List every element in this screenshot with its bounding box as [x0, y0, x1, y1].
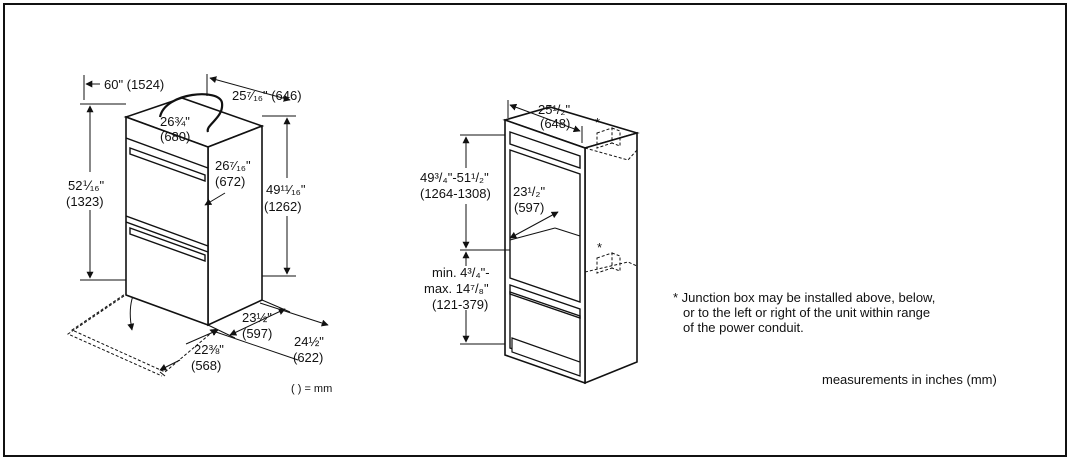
- side-depth-in-label: 23½": [242, 310, 272, 325]
- lower-door-handle: [129, 227, 206, 262]
- side-depth-mm-label: (597): [242, 326, 272, 341]
- cabinet-side-face: [584, 131, 638, 385]
- unit-note: ( ) = mm: [291, 383, 332, 395]
- cord-length-label: 60" (1524): [104, 77, 164, 92]
- overall-height-in-label: 52⅟₁₆": [68, 178, 104, 193]
- upper-door-handle: [129, 147, 206, 182]
- depth-overall-label: 25⁷⁄₁₆" (646): [232, 88, 302, 103]
- cutout-height-in-label: 49³/₄"-51¹/₂": [420, 170, 489, 185]
- cabinet-width-in-label: 25¹/₂": [538, 102, 570, 117]
- junction-asterisk-top: *: [595, 115, 600, 130]
- top-width-mm-label: (680): [160, 129, 190, 144]
- junction-note-line1: * Junction box may be installed above, b…: [673, 290, 935, 305]
- face-width-in-label: 26⁷⁄₁₆": [215, 158, 251, 173]
- door-swing-mm-label: (568): [191, 358, 221, 373]
- junction-asterisk-bottom: *: [597, 240, 602, 255]
- total-depth-mm-label: (622): [293, 350, 323, 365]
- top-width-in-label: 26¾": [160, 114, 190, 129]
- cabinet-front-face: [504, 118, 586, 385]
- junction-note-line3: of the power conduit.: [683, 320, 804, 335]
- body-height-mm-label: (1262): [264, 199, 302, 214]
- junction-box-bottom: [584, 252, 638, 274]
- overall-height-mm-label: (1323): [66, 194, 104, 209]
- door-swing-in-label: 22⅜": [194, 342, 224, 357]
- cabinet-depth-in-label: 23¹/₂": [513, 184, 545, 199]
- measurements-note: measurements in inches (mm): [822, 372, 997, 387]
- cabinet-drawing: * * 25¹/₂" (648) 49³/₄"-51¹/₂" (1264-130…: [420, 100, 640, 385]
- junction-note-line2: or to the left or right of the unit with…: [683, 305, 930, 320]
- oven-side-face: [207, 124, 263, 327]
- cutout-height-mm-label: (1264-1308): [420, 186, 491, 201]
- base-height-line3: (121-379): [432, 297, 488, 312]
- base-height-line1: min. 4³/₄"-: [432, 265, 490, 280]
- notes: * Junction box may be installed above, b…: [673, 290, 997, 387]
- total-depth-in-label: 24½": [294, 334, 324, 349]
- base-height-line2: max. 14⁷/₈": [424, 281, 489, 296]
- junction-box-top: [584, 127, 638, 161]
- cabinet-width-mm-label: (648): [540, 116, 570, 131]
- body-height-in-label: 49¹¹⁄₁₆": [266, 182, 306, 197]
- face-width-mm-label: (672): [215, 174, 245, 189]
- cabinet-depth-mm-label: (597): [514, 200, 544, 215]
- oven-drawing: 60" (1524) 25⁷⁄₁₆" (646) 26¾" (680) 26⁷⁄…: [66, 74, 332, 395]
- power-cord: [158, 93, 224, 133]
